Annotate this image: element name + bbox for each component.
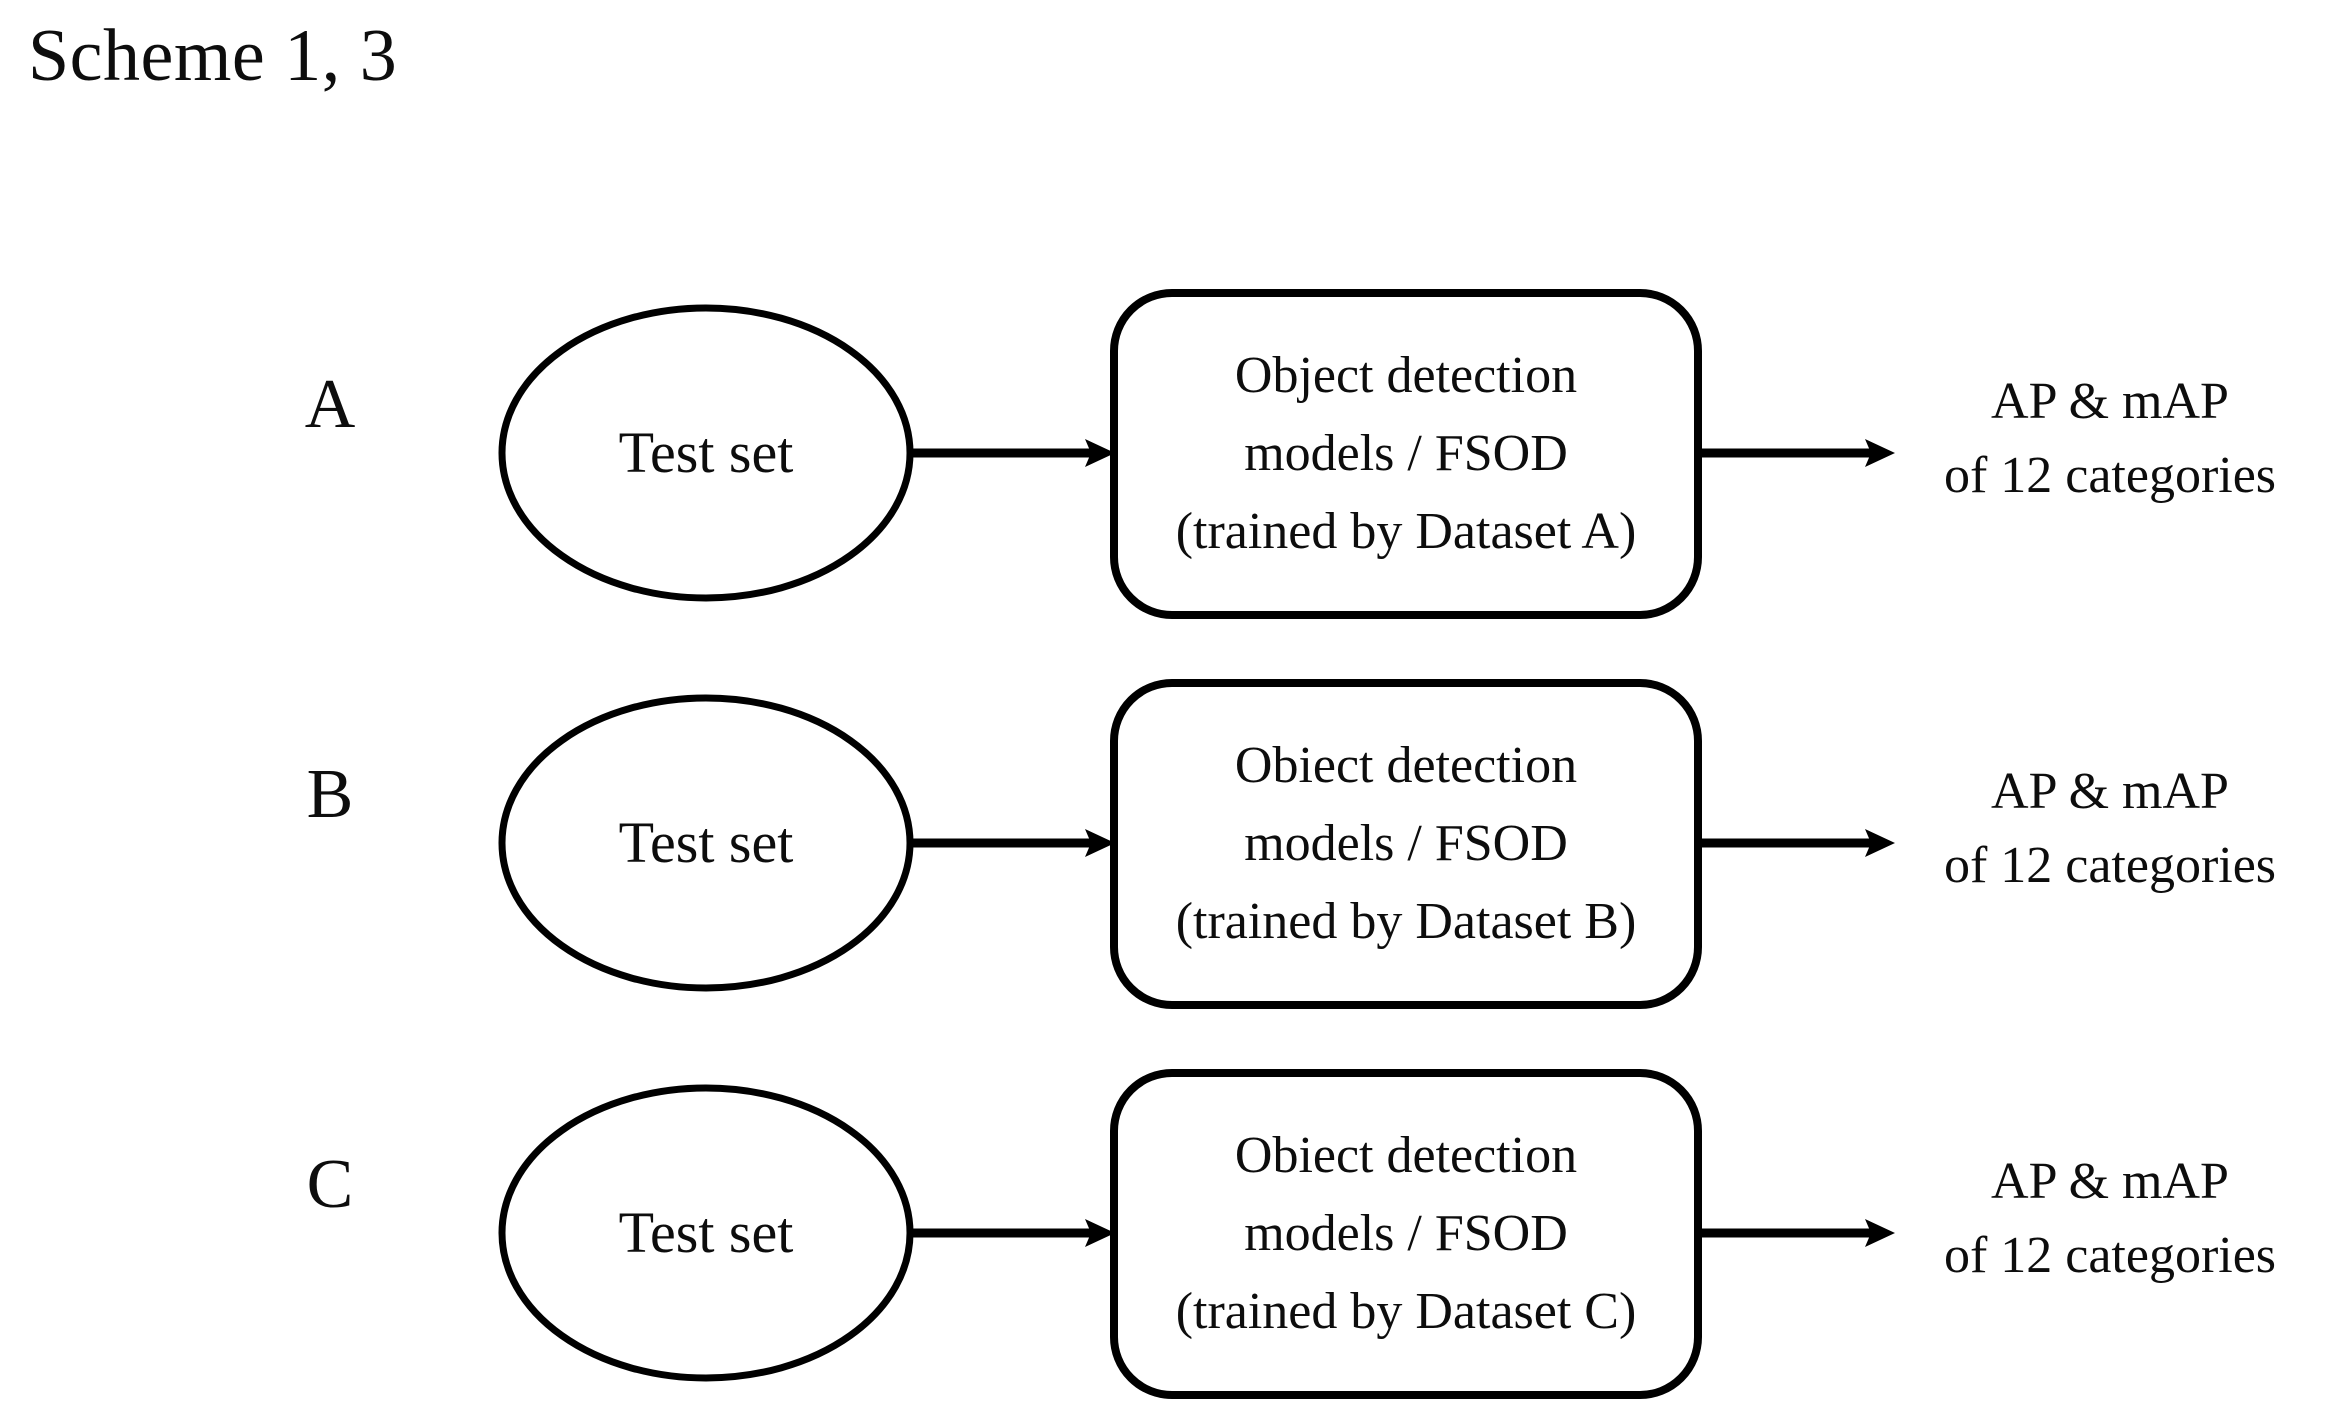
model-box-b: Obiect detection models / FSOD (trained … (1110, 679, 1702, 1009)
row-label-a: A (304, 366, 356, 443)
model-box-line2-a: models / FSOD (1244, 425, 1568, 482)
model-box-text-c: Obiect detection models / FSOD (trained … (1110, 1069, 1702, 1399)
model-box-line3-b: (trained by Dataset B) (1175, 893, 1637, 950)
arrow-model-to-output-c (1699, 1213, 1895, 1253)
arrow-testset-to-model-c (913, 1213, 1115, 1253)
flow-row-c: C Test set Obiect detection models / FSO… (0, 995, 2337, 1399)
test-set-ellipse-b: Test set (497, 693, 915, 993)
test-set-label-c: Test set (618, 1200, 794, 1265)
arrow-model-to-output-a (1699, 433, 1895, 473)
flow-row-a: A Test set Object detection models / FSO… (0, 215, 2337, 619)
model-box-line1-c: Obiect detection (1234, 1127, 1578, 1184)
model-box-text-b: Obiect detection models / FSOD (trained … (1110, 679, 1702, 1009)
test-set-label-a: Test set (618, 420, 794, 485)
flow-row-b: B Test set Obiect detection models / FSO… (0, 605, 2337, 1009)
model-box-line1-a: Object detection (1234, 347, 1578, 404)
output-label-c: AP & mAP of 12 categories (1900, 1145, 2320, 1293)
model-box-a: Object detection models / FSOD (trained … (1110, 289, 1702, 619)
model-box-line2-c: models / FSOD (1244, 1205, 1568, 1262)
model-box-text-a: Object detection models / FSOD (trained … (1110, 289, 1702, 619)
output-line2-a: of 12 categories (1943, 447, 2277, 504)
output-line1-b: AP & mAP (1991, 763, 2229, 820)
output-line1-c: AP & mAP (1991, 1153, 2229, 1210)
arrow-testset-to-model-b (913, 823, 1115, 863)
row-label-b: B (306, 756, 354, 833)
model-box-line2-b: models / FSOD (1244, 815, 1568, 872)
arrow-model-to-output-b (1699, 823, 1895, 863)
output-line1-a: AP & mAP (1991, 373, 2229, 430)
output-line2-c: of 12 categories (1943, 1227, 2277, 1284)
test-set-ellipse-c: Test set (497, 1083, 915, 1383)
output-label-b: AP & mAP of 12 categories (1900, 755, 2320, 903)
output-label-a: AP & mAP of 12 categories (1900, 365, 2320, 513)
arrow-testset-to-model-a (913, 433, 1115, 473)
output-line2-b: of 12 categories (1943, 837, 2277, 894)
test-set-label-b: Test set (618, 810, 794, 875)
model-box-c: Obiect detection models / FSOD (trained … (1110, 1069, 1702, 1399)
row-label-c: C (306, 1146, 354, 1223)
model-box-line3-c: (trained by Dataset C) (1175, 1283, 1637, 1340)
page-title: Scheme 1, 3 (28, 15, 398, 97)
model-box-line1-b: Obiect detection (1234, 737, 1578, 794)
model-box-line3-a: (trained by Dataset A) (1175, 503, 1637, 560)
test-set-ellipse-a: Test set (497, 303, 915, 603)
